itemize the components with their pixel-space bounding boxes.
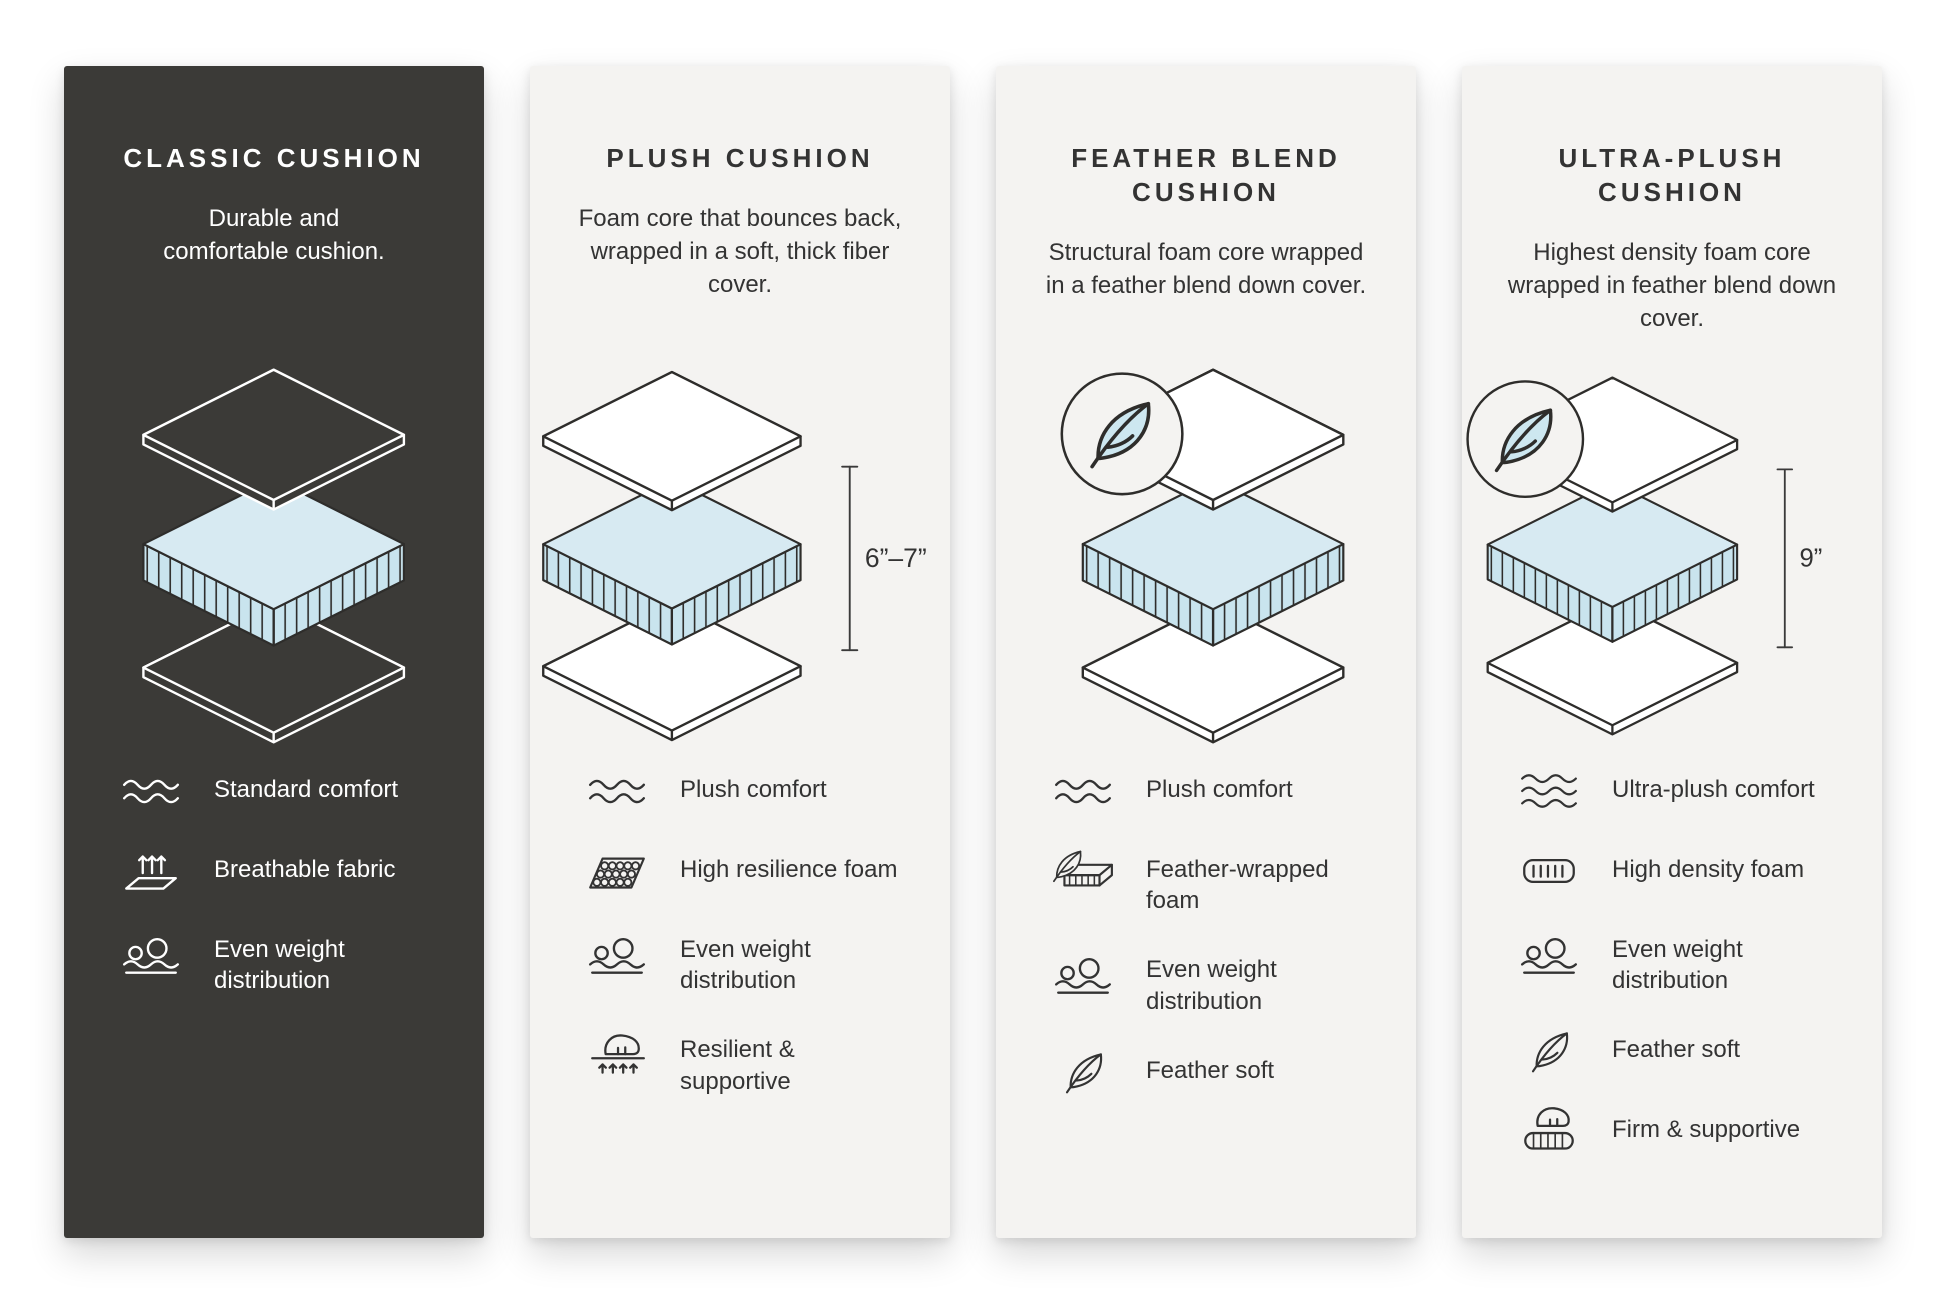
height-measurement-label: 6”–7” bbox=[865, 542, 927, 572]
feather-badge-icon bbox=[1061, 373, 1182, 494]
weight-distribution-icon bbox=[582, 926, 652, 976]
feature-label: Even weight distribution bbox=[214, 936, 345, 995]
panel-title: CLASSIC CUSHION bbox=[123, 143, 425, 173]
feature-label: Resilient & supportive bbox=[680, 1036, 795, 1095]
cushion-layers-diagram: 9” bbox=[1462, 346, 1882, 766]
feature-label: High density foam bbox=[1612, 856, 1805, 883]
feature-label: Plush comfort bbox=[680, 776, 827, 803]
feature-row: Feather soft bbox=[1514, 1026, 1868, 1076]
feature-row: High density foam bbox=[1514, 846, 1868, 896]
panel-description: Highest density foam core wrapped in fea… bbox=[1507, 238, 1837, 332]
weight-distribution-icon bbox=[1514, 926, 1584, 976]
feature-row: Plush comfort bbox=[582, 766, 936, 816]
height-measurement-bracket bbox=[1776, 467, 1794, 648]
hand-press-icon bbox=[582, 1026, 652, 1076]
panel-title: ULTRA-PLUSH CUSHION bbox=[1558, 143, 1786, 207]
cushion-layers-diagram bbox=[996, 346, 1416, 766]
waves-icon bbox=[582, 766, 652, 816]
resilience-foam-icon bbox=[582, 846, 652, 896]
feature-row: Even weight distribution bbox=[1514, 926, 1868, 996]
weight-distribution-icon bbox=[1048, 946, 1118, 996]
panel-description: Foam core that bounces back, wrapped in … bbox=[578, 204, 902, 299]
density-foam-icon bbox=[1514, 846, 1584, 896]
panel-description: Durable and comfortable cushion. bbox=[163, 204, 385, 265]
feature-list: Plush comfort Feather-wrapped foam Even … bbox=[996, 766, 1416, 1097]
cushion-diagram-art: 6”–7” bbox=[542, 370, 927, 741]
panel-ultra-plush-cushion: ULTRA-PLUSH CUSHION Highest density foam… bbox=[1462, 66, 1882, 1238]
feature-row: Breathable fabric bbox=[116, 846, 470, 896]
feature-row: Even weight distribution bbox=[582, 926, 936, 996]
feature-label: Breathable fabric bbox=[214, 856, 396, 883]
cushion-diagram-art bbox=[1056, 368, 1345, 743]
feature-row: Standard comfort bbox=[116, 766, 470, 816]
feature-label: Feather-wrapped foam bbox=[1146, 856, 1329, 915]
feather-badge-icon bbox=[1468, 381, 1583, 496]
height-measurement-bracket bbox=[841, 465, 859, 651]
feather-icon bbox=[1514, 1026, 1584, 1076]
panel-description: Structural foam core wrapped in a feathe… bbox=[1045, 238, 1367, 299]
cushion-comparison: CLASSIC CUSHION Durable and comfortable … bbox=[64, 66, 1882, 1238]
hand-press-icon bbox=[1514, 1106, 1584, 1156]
panel-classic-cushion: CLASSIC CUSHION Durable and comfortable … bbox=[64, 66, 484, 1238]
panel-header: PLUSH CUSHION Foam core that bounces bac… bbox=[530, 66, 950, 346]
panel-header: ULTRA-PLUSH CUSHION Highest density foam… bbox=[1462, 66, 1882, 346]
feature-list: Plush comfort High resilience foam Even … bbox=[530, 766, 950, 1097]
breathable-fabric-icon bbox=[116, 846, 186, 896]
cushion-diagram-art bbox=[142, 368, 406, 743]
feature-row: Plush comfort bbox=[1048, 766, 1402, 816]
feature-row: Firm & supportive bbox=[1514, 1106, 1868, 1156]
feature-row: Even weight distribution bbox=[116, 926, 470, 996]
waves-icon bbox=[116, 766, 186, 816]
weight-distribution-icon bbox=[116, 926, 186, 976]
waves-icon bbox=[1048, 766, 1118, 816]
cushion-diagram-art: 9” bbox=[1462, 376, 1822, 736]
feature-list: Standard comfort Breathable fabric Even … bbox=[64, 766, 484, 996]
feature-label: Standard comfort bbox=[214, 776, 399, 803]
feature-row: Feather soft bbox=[1048, 1047, 1402, 1097]
cushion-layers-diagram bbox=[64, 346, 484, 766]
feather-foam-icon bbox=[1048, 846, 1118, 896]
feature-label: Even weight distribution bbox=[1146, 956, 1277, 1015]
feature-row: High resilience foam bbox=[582, 846, 936, 896]
feature-label: Even weight distribution bbox=[680, 936, 811, 995]
panel-plush-cushion: PLUSH CUSHION Foam core that bounces bac… bbox=[530, 66, 950, 1238]
feature-list: Ultra-plush comfort High density foam Ev… bbox=[1462, 766, 1882, 1156]
feature-label: Ultra-plush comfort bbox=[1612, 776, 1815, 803]
panel-title: PLUSH CUSHION bbox=[606, 143, 874, 173]
feature-row: Resilient & supportive bbox=[582, 1026, 936, 1096]
feature-label: Firm & supportive bbox=[1612, 1116, 1801, 1144]
feature-label: High resilience foam bbox=[680, 856, 898, 883]
feather-icon bbox=[1048, 1047, 1118, 1097]
feature-row: Feather-wrapped foam bbox=[1048, 846, 1402, 916]
panel-header: CLASSIC CUSHION Durable and comfortable … bbox=[64, 66, 484, 346]
feature-label: Feather soft bbox=[1612, 1036, 1741, 1064]
panel-title: FEATHER BLEND CUSHION bbox=[1071, 143, 1341, 207]
feature-row: Ultra-plush comfort bbox=[1514, 766, 1868, 816]
height-measurement-label: 9” bbox=[1799, 544, 1822, 572]
waves-icon bbox=[1514, 766, 1584, 816]
feature-label: Plush comfort bbox=[1146, 776, 1293, 803]
feature-label: Feather soft bbox=[1146, 1056, 1275, 1084]
panel-feather-blend-cushion: FEATHER BLEND CUSHION Structural foam co… bbox=[996, 66, 1416, 1238]
panel-header: FEATHER BLEND CUSHION Structural foam co… bbox=[996, 66, 1416, 346]
cushion-layers-diagram: 6”–7” bbox=[530, 346, 950, 766]
feature-label: Even weight distribution bbox=[1612, 936, 1743, 995]
feature-row: Even weight distribution bbox=[1048, 946, 1402, 1016]
